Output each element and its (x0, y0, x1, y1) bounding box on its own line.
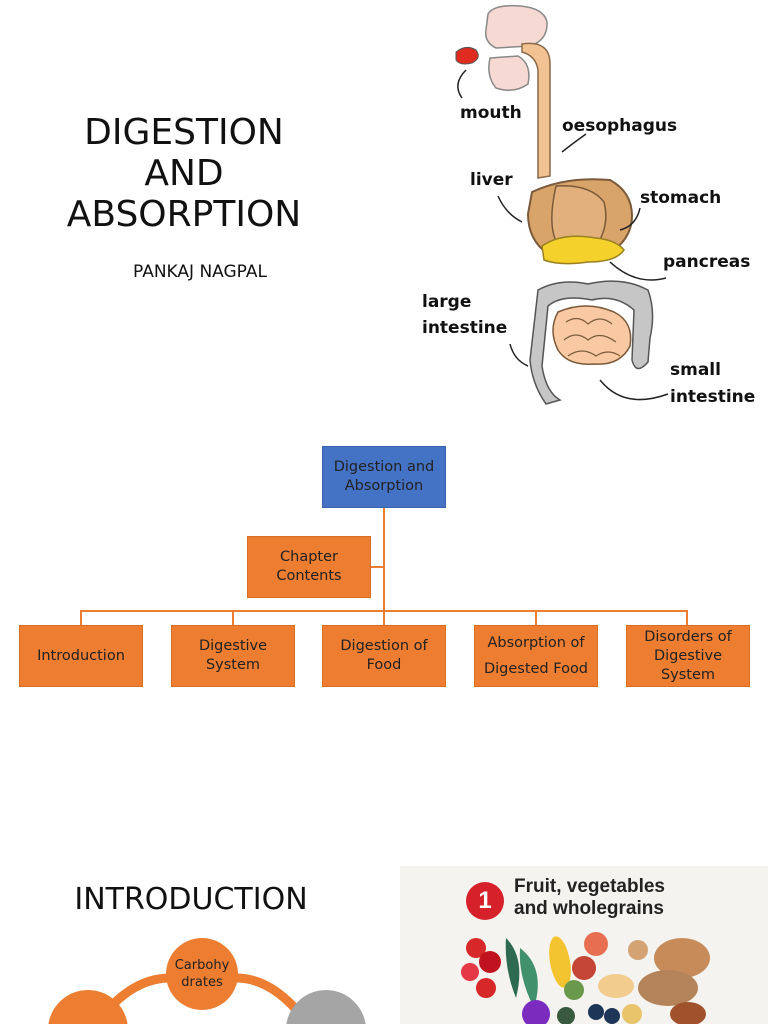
chapter-contents-slide: Digestion and Absorption Chapter Content… (0, 410, 768, 830)
slide-title: INTRODUCTION (74, 882, 308, 917)
introduction-slide: INTRODUCTION Carbohy drates 1 Fruit, veg… (0, 830, 768, 1024)
title-slide: DIGESTION AND ABSORPTION PANKAJ NAGPAL m… (0, 0, 768, 410)
number-badge: 1 (466, 882, 504, 920)
connector-drop-2 (232, 610, 234, 626)
label-liver: liver (470, 170, 513, 190)
food-group-card: 1 Fruit, vegetables and wholegrains (400, 866, 768, 1024)
nutrient-cycle-diagram: Carbohy drates (0, 926, 390, 1024)
label-small-intestine-1: small (670, 360, 721, 380)
label-small-intestine-2: intestine (670, 387, 755, 407)
absorption-box[interactable]: Absorption of Digested Food (474, 625, 598, 687)
connector-drop-1 (80, 610, 82, 626)
label-large-intestine-2: intestine (422, 318, 507, 338)
label-pancreas: pancreas (663, 252, 750, 272)
cycle-arcs (48, 973, 366, 1024)
carbohydrates-node[interactable]: Carbohy drates (166, 938, 238, 1010)
slide-title: DIGESTION AND ABSORPTION (66, 112, 302, 235)
connector-drop-4 (535, 610, 537, 626)
root-box[interactable]: Digestion and Absorption (322, 446, 446, 508)
disorders-box[interactable]: Disorders of Digestive System (626, 625, 750, 687)
introduction-box[interactable]: Introduction (19, 625, 143, 687)
digestive-system-box[interactable]: Digestive System (171, 625, 295, 687)
connector-drop-3 (383, 610, 385, 626)
food-group-title: Fruit, vegetables and wholegrains (514, 876, 665, 919)
cycle-node-left (48, 990, 128, 1024)
food-photo-image (461, 932, 710, 1024)
label-stomach: stomach (640, 188, 721, 208)
connector-assistant (370, 566, 384, 568)
label-oesophagus: oesophagus (562, 116, 677, 136)
digestive-system-diagram: mouth oesophagus liver stomach pancreas … (422, 4, 755, 407)
chapter-contents-box[interactable]: Chapter Contents (247, 536, 371, 598)
label-large-intestine-1: large (422, 292, 471, 312)
digestion-of-food-box[interactable]: Digestion of Food (322, 625, 446, 687)
cycle-node-right (286, 990, 366, 1024)
label-mouth: mouth (460, 103, 522, 123)
connector-drop-5 (686, 610, 688, 626)
author-name: PANKAJ NAGPAL (133, 262, 267, 282)
connector-vertical-main (383, 507, 385, 611)
